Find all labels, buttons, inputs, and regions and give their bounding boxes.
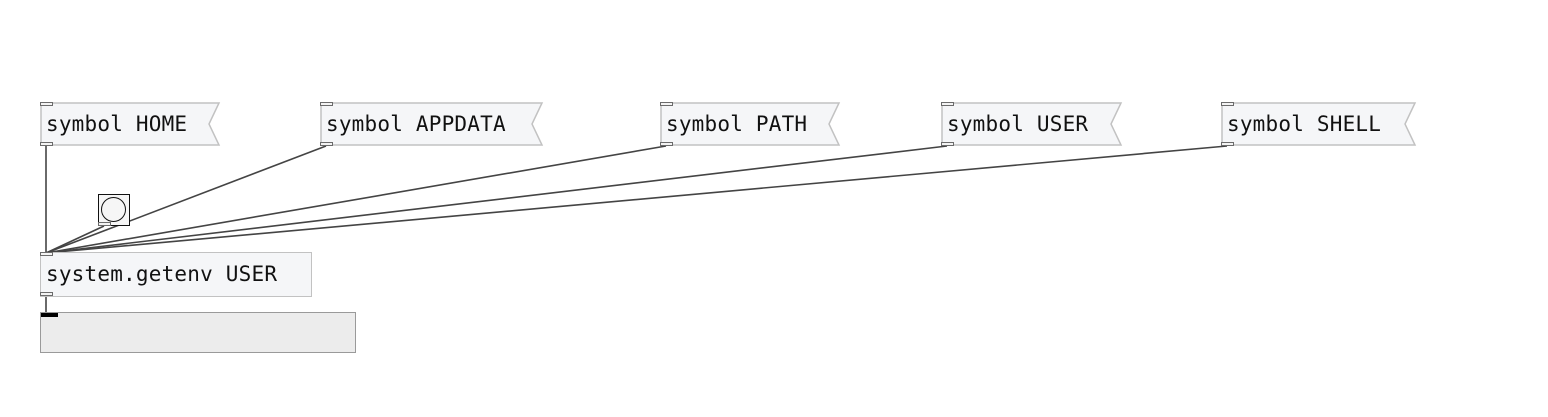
message-box-symbol-home[interactable]: symbol HOME: [40, 102, 221, 146]
cord-shell-to-getenv[interactable]: [45, 145, 1228, 254]
message-box-symbol-shell[interactable]: symbol SHELL: [1221, 102, 1417, 146]
message-label: symbol HOME: [46, 112, 188, 136]
object-label: system.getenv USER: [46, 262, 278, 286]
cord-appdata-to-getenv[interactable]: [45, 145, 327, 254]
appdata-outlet[interactable]: [320, 142, 333, 146]
path-outlet[interactable]: [660, 142, 673, 146]
message-box-symbol-appdata[interactable]: symbol APPDATA: [320, 102, 544, 146]
home-inlet[interactable]: [40, 102, 53, 106]
user-inlet[interactable]: [941, 102, 954, 106]
getenv-outlet[interactable]: [40, 292, 53, 296]
object-box-system-getenv[interactable]: system.getenv USER: [40, 252, 312, 297]
output-atom-box[interactable]: [40, 312, 356, 353]
message-box-symbol-user[interactable]: symbol USER: [941, 102, 1123, 146]
bang-button[interactable]: [98, 194, 130, 226]
cord-path-to-getenv[interactable]: [45, 145, 667, 254]
output-inlet[interactable]: [41, 313, 58, 317]
message-box-outline: [320, 102, 544, 146]
message-box-outline: [40, 102, 221, 146]
bang-circle-icon: [101, 197, 126, 222]
shell-outlet[interactable]: [1221, 142, 1234, 146]
message-box-outline: [1221, 102, 1417, 146]
message-label: symbol APPDATA: [326, 112, 506, 136]
path-inlet[interactable]: [660, 102, 673, 106]
shell-inlet[interactable]: [1221, 102, 1234, 106]
message-box-outline: [941, 102, 1123, 146]
appdata-inlet[interactable]: [320, 102, 333, 106]
message-label: symbol SHELL: [1227, 112, 1382, 136]
user-outlet[interactable]: [941, 142, 954, 146]
cord-user-to-getenv[interactable]: [45, 145, 948, 254]
message-box-outline: [660, 102, 841, 146]
message-label: symbol USER: [947, 112, 1089, 136]
getenv-inlet[interactable]: [40, 252, 53, 256]
bang-outlet[interactable]: [98, 222, 111, 226]
message-box-symbol-path[interactable]: symbol PATH: [660, 102, 841, 146]
message-label: symbol PATH: [666, 112, 808, 136]
cord-bang-to-getenv[interactable]: [45, 225, 105, 254]
home-outlet[interactable]: [40, 142, 53, 146]
